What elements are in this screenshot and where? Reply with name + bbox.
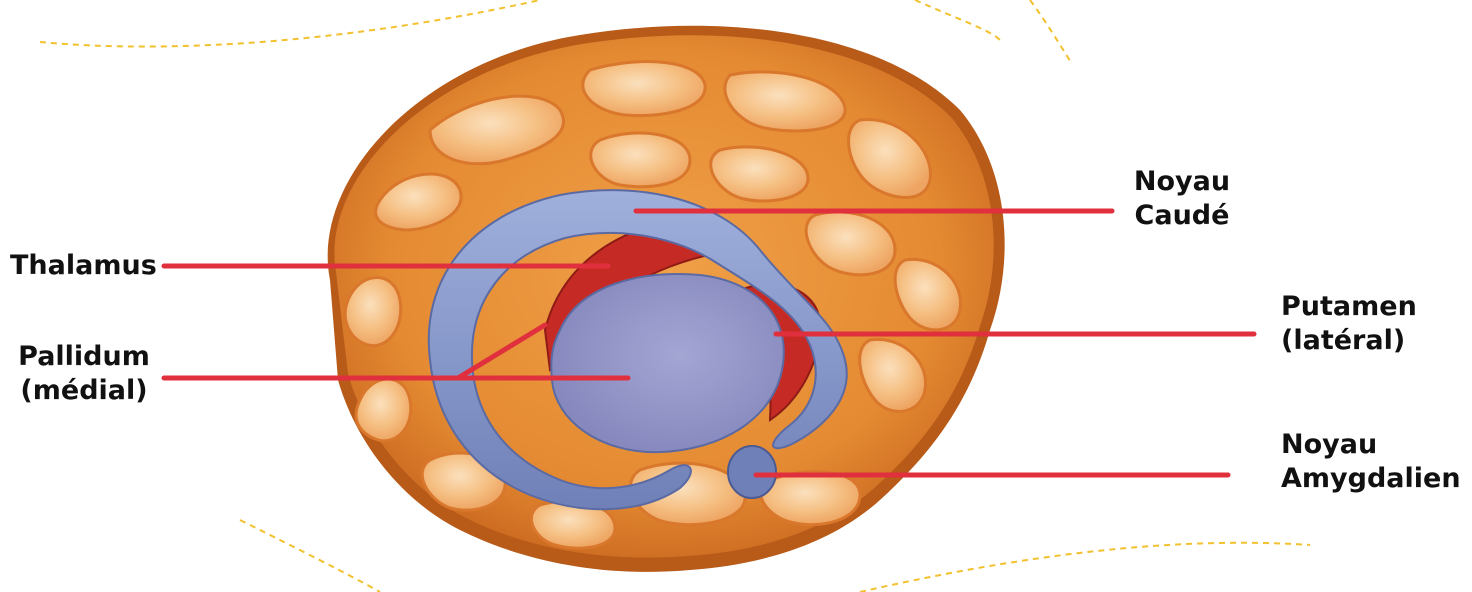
label-amygdalien-line2: Amygdalien xyxy=(1281,462,1461,496)
label-pallidum-line2: (médial) xyxy=(14,374,154,408)
dashed-curve-bottom-left xyxy=(240,520,380,592)
dashed-curve-top-right-2 xyxy=(1030,0,1072,64)
label-pallidum-line1: Pallidum xyxy=(14,340,154,374)
amygdala-shape xyxy=(728,446,776,498)
label-pallidum: Pallidum (médial) xyxy=(14,340,154,408)
dashed-curve-bottom-right xyxy=(860,543,1310,592)
label-caude: Noyau Caudé xyxy=(1128,165,1236,233)
label-amygdalien: Noyau Amygdalien xyxy=(1281,428,1461,496)
label-caude-line1: Noyau xyxy=(1128,165,1236,199)
label-caude-line2: Caudé xyxy=(1128,199,1236,233)
dashed-curve-top-left xyxy=(40,0,540,47)
dashed-curve-top-right xyxy=(915,0,1000,40)
label-putamen: Putamen (latéral) xyxy=(1281,290,1417,358)
label-amygdalien-line1: Noyau xyxy=(1281,428,1461,462)
label-thalamus-text: Thalamus xyxy=(10,249,157,283)
label-putamen-line1: Putamen xyxy=(1281,290,1417,324)
label-putamen-line2: (latéral) xyxy=(1281,324,1417,358)
label-thalamus: Thalamus xyxy=(10,249,157,283)
